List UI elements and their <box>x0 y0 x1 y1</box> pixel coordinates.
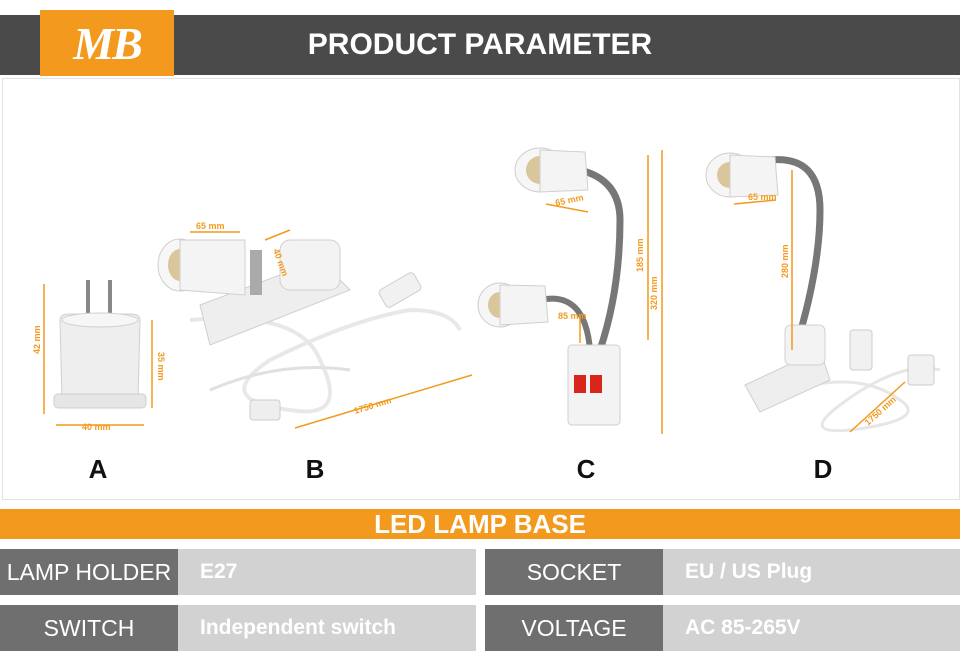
product-c-dim-total: 320 mm <box>649 276 659 310</box>
product-b-image: 65 mm 40 mm 1750 mm <box>157 221 473 429</box>
spec-label-switch: SWITCH <box>0 605 178 651</box>
product-a-dim-width: 40 mm <box>82 422 111 432</box>
page-title: PRODUCT PARAMETER <box>307 28 653 61</box>
product-a-dim-body: 35 mm <box>156 352 166 381</box>
spec-label-socket: SOCKET <box>485 549 663 595</box>
product-c-image: 65 mm 85 mm 185 mm 320 mm <box>477 147 663 434</box>
logo-text: MB <box>73 17 143 69</box>
section-bar <box>0 509 960 539</box>
spec-value-lamp-holder: E27 <box>178 549 476 595</box>
product-c-dim-neck: 185 mm <box>635 238 645 272</box>
product-b-dim-holder: 65 mm <box>196 221 225 231</box>
section-title: LED LAMP BASE <box>374 508 586 539</box>
spec-value-socket: EU / US Plug <box>663 549 960 595</box>
product-a-dim-height: 42 mm <box>32 325 42 354</box>
spec-label-lamp-holder: LAMP HOLDER <box>0 549 178 595</box>
product-c-letter: C <box>576 454 596 484</box>
product-a-letter: A <box>88 454 108 484</box>
product-c-dim-lower: 85 mm <box>558 311 587 321</box>
product-a-image: 42 mm 35 mm 40 mm <box>32 280 166 432</box>
product-b-letter: B <box>305 454 325 484</box>
product-d-image: 65 mm 280 mm 1750 mm <box>705 152 941 433</box>
product-c-dim-holder: 65 mm <box>554 192 584 208</box>
product-d-dim-holder: 65 mm <box>748 192 777 202</box>
product-photo-panel <box>2 78 960 500</box>
spec-value-switch: Independent switch <box>178 605 476 651</box>
spec-value-voltage: AC 85-265V <box>663 605 960 651</box>
product-d-letter: D <box>813 454 833 484</box>
spec-label-voltage: VOLTAGE <box>485 605 663 651</box>
product-d-dim-neck: 280 mm <box>780 244 790 278</box>
brand-logo: MB <box>40 10 174 76</box>
product-b-dim-cord: 1750 mm <box>353 395 393 416</box>
